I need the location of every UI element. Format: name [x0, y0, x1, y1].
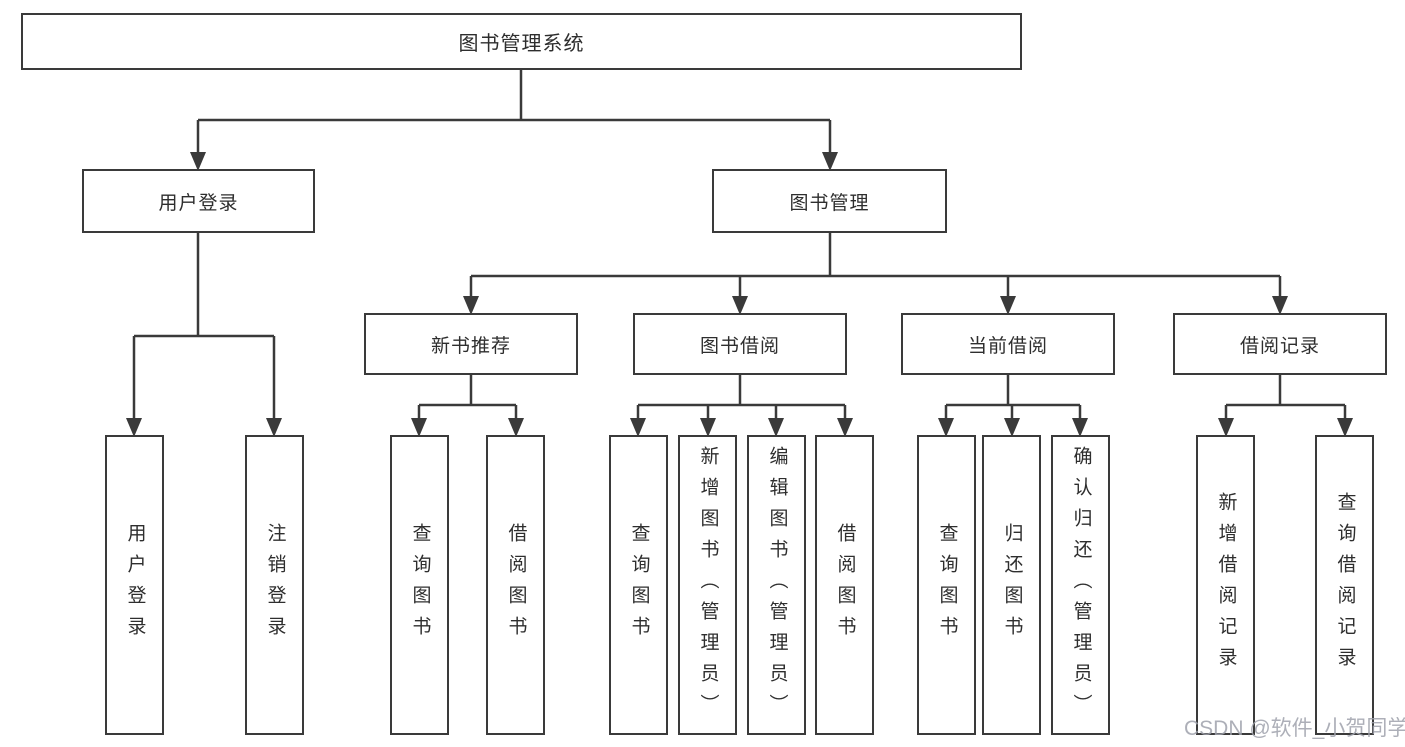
- leaf-borrow-add-books-admin-label: 新增图书（管理员）: [697, 445, 719, 725]
- node-current-borrow-label: 当前借阅: [967, 335, 1048, 357]
- leaf-borrow-query-books-label: 查询图书: [628, 523, 650, 647]
- leaf-newbooks-query-books-label: 查询图书: [409, 523, 431, 647]
- leaf-current-return-books-label: 归还图书: [1001, 523, 1023, 647]
- leaf-newbooks-query-books: 查询图书: [390, 435, 449, 735]
- node-book-mgmt: 图书管理: [712, 169, 947, 233]
- node-new-books: 新书推荐: [364, 313, 578, 375]
- leaf-borrow-query-books: 查询图书: [609, 435, 668, 735]
- node-user-login: 用户登录: [82, 169, 315, 233]
- node-root: 图书管理系统: [21, 13, 1022, 70]
- leaf-current-return-books: 归还图书: [982, 435, 1041, 735]
- leaf-user-login-label: 用户登录: [124, 523, 146, 647]
- leaf-user-login: 用户登录: [105, 435, 164, 735]
- connector-book-mgmt-fan: [469, 233, 1282, 299]
- node-book-mgmt-label: 图书管理: [789, 192, 870, 214]
- node-current-borrow: 当前借阅: [901, 313, 1115, 375]
- connector-user-login-fan: [132, 233, 276, 421]
- leaf-records-add-record: 新增借阅记录: [1196, 435, 1255, 735]
- node-root-label: 图书管理系统: [458, 33, 585, 55]
- leaf-current-query-books: 查询图书: [917, 435, 976, 735]
- leaf-borrow-edit-books-admin-label: 编辑图书（管理员）: [766, 445, 788, 725]
- node-borrow-records-label: 借阅记录: [1239, 335, 1320, 357]
- leaf-newbooks-borrow-books: 借阅图书: [486, 435, 545, 735]
- leaf-borrow-borrow-books-label: 借阅图书: [834, 523, 856, 647]
- csdn-watermark: CSDN @软件_小贺同学: [1184, 717, 1405, 740]
- leaf-logout-label: 注销登录: [264, 523, 286, 647]
- node-borrow-records: 借阅记录: [1173, 313, 1387, 375]
- leaf-borrow-add-books-admin: 新增图书（管理员）: [678, 435, 737, 735]
- leaf-current-confirm-return-admin: 确认归还（管理员）: [1051, 435, 1110, 735]
- connector-current-borrow-fan: [944, 375, 1082, 421]
- connector-new-books-fan: [417, 375, 518, 421]
- leaf-logout: 注销登录: [245, 435, 304, 735]
- connector-root-fan: [196, 70, 832, 155]
- leaf-newbooks-borrow-books-label: 借阅图书: [505, 523, 527, 647]
- node-user-login-label: 用户登录: [158, 192, 239, 214]
- node-new-books-label: 新书推荐: [430, 335, 511, 357]
- connector-book-borrow-fan: [636, 375, 847, 421]
- leaf-current-confirm-return-admin-label: 确认归还（管理员）: [1070, 445, 1092, 725]
- leaf-records-query-record-label: 查询借阅记录: [1334, 492, 1356, 678]
- leaf-current-query-books-label: 查询图书: [936, 523, 958, 647]
- leaf-records-query-record: 查询借阅记录: [1315, 435, 1374, 735]
- node-book-borrow: 图书借阅: [633, 313, 847, 375]
- node-book-borrow-label: 图书借阅: [699, 335, 780, 357]
- leaf-records-add-record-label: 新增借阅记录: [1215, 492, 1237, 678]
- connector-borrow-records-fan: [1224, 375, 1347, 421]
- arrowheads: [126, 152, 1353, 437]
- leaf-borrow-edit-books-admin: 编辑图书（管理员）: [747, 435, 806, 735]
- leaf-borrow-borrow-books: 借阅图书: [815, 435, 874, 735]
